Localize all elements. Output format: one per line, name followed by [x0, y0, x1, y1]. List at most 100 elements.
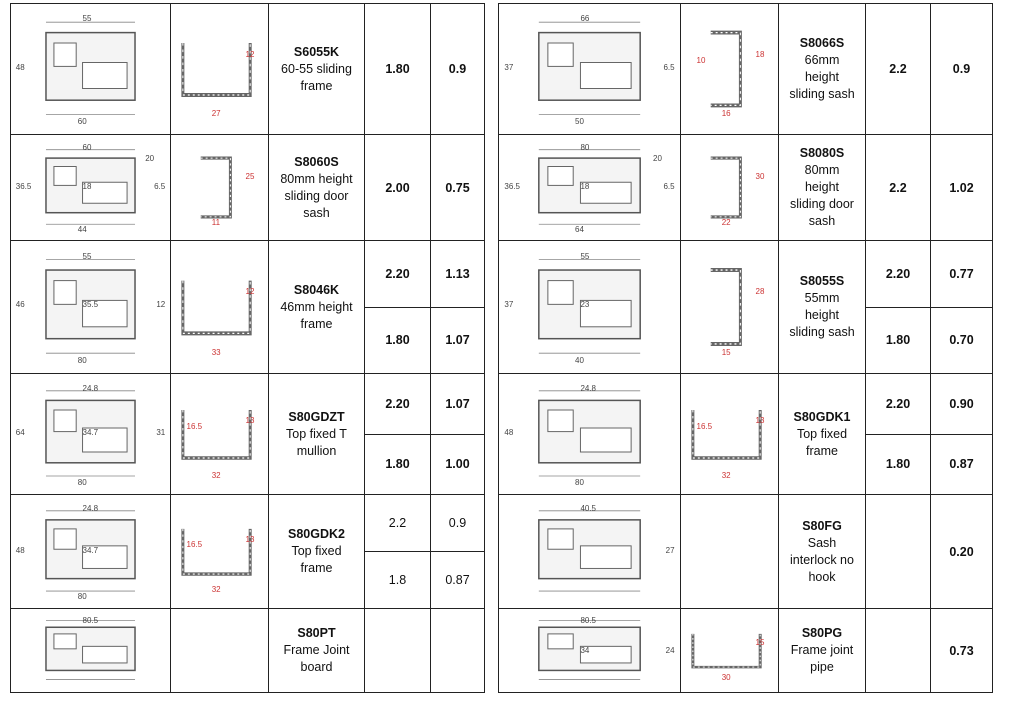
reinforcement-dimension-label: 15: [721, 348, 731, 358]
reinforcement-dimension-label: 22: [721, 218, 731, 228]
reinforcement-dimension-label: 18: [755, 49, 765, 59]
profile-outline-icon: [45, 21, 136, 115]
product-description: 46mm height frame: [280, 299, 353, 331]
reinforcement-dimension-label: 11: [211, 218, 221, 228]
product-description: Frame Joint board: [283, 643, 350, 674]
product-code: S8046K: [293, 282, 340, 297]
reinforcement-dimension-label: 12: [245, 287, 255, 297]
weight-value: 0.9: [430, 3, 485, 135]
profile-outline-icon: [45, 259, 136, 354]
product-code: S80GDK1: [793, 409, 851, 424]
product-name-cell: S8046K 46mm height frame: [268, 240, 365, 374]
weight-value: 1.07: [430, 306, 485, 374]
profile-outline-icon: [45, 620, 136, 680]
reinforcement-shape-icon: [181, 410, 252, 460]
steel-reinforcement-cell: [170, 608, 269, 693]
profile-outline-icon: [538, 390, 641, 477]
reinforcement-shape-icon: [710, 268, 742, 346]
wall-thickness-value: 2.2: [865, 3, 931, 135]
profile-dimension-label: 46: [15, 300, 25, 310]
wall-thickness-value: [865, 608, 931, 693]
profile-dimension-label: 27: [665, 545, 675, 555]
profile-dimension-label: 34.7: [82, 545, 99, 555]
profile-dimension-label: 64: [575, 224, 584, 234]
weight-value: 1.02: [930, 134, 993, 241]
weight-value: 0.9: [930, 3, 993, 135]
profile-dimension-label: 6.5: [663, 62, 675, 72]
profile-dimension-label: 64: [15, 428, 25, 437]
profile-outline-icon: [538, 149, 641, 225]
profile-dimension-label: 36.5: [15, 182, 32, 192]
profile-dimension-label: 80.5: [580, 615, 597, 625]
weight-value: 0.90: [930, 373, 993, 435]
reinforcement-shape-icon: [710, 30, 742, 108]
reinforcement-dimension-label: 13: [755, 416, 765, 425]
profile-dimension-label: 80.5: [82, 615, 99, 625]
profile-dimension-label: 12: [156, 300, 166, 310]
profile-outline-icon: [538, 21, 641, 115]
product-description: 80mm height sliding door sash: [790, 163, 854, 228]
product-code: S80GDZT: [288, 409, 345, 424]
profile-dimension-label: 24.8: [82, 383, 99, 393]
reinforcement-dimension-label: 30: [721, 673, 731, 683]
profile-dimension-label: 40.5: [580, 504, 597, 514]
reinforcement-shape-icon: [710, 156, 742, 219]
profile-dimension-label: 80: [77, 592, 87, 602]
wall-thickness-value: [865, 494, 931, 609]
wall-thickness-value: 2.2: [865, 134, 931, 241]
weight-value: 0.20: [930, 494, 993, 609]
wall-thickness-value: 2.20: [364, 240, 431, 308]
reinforcement-dimension-label: 13: [245, 416, 255, 425]
reinforcement-dimension-label: 10: [696, 56, 706, 65]
wall-thickness-value: 1.80: [865, 433, 931, 495]
product-description: 80mm height sliding door sash: [280, 171, 353, 220]
wall-thickness-value: 1.80: [364, 3, 431, 135]
profile-dimension-label: 31: [156, 428, 166, 437]
profile-cross-section: 40.5 27: [499, 495, 680, 608]
product-description: Sash interlock no hook: [790, 535, 854, 584]
product-description: 66mm height sliding sash: [789, 53, 855, 101]
profile-dimension-label: 6.5: [663, 182, 675, 192]
wall-thickness-value: 2.20: [865, 240, 931, 308]
reinforcement-dimension-label: 32: [721, 470, 731, 480]
wall-thickness-value: 1.80: [865, 306, 931, 374]
wall-thickness-value: 2.00: [364, 134, 431, 241]
profile-dimension-label: 80: [580, 143, 590, 153]
product-code: S8060S: [294, 154, 339, 169]
